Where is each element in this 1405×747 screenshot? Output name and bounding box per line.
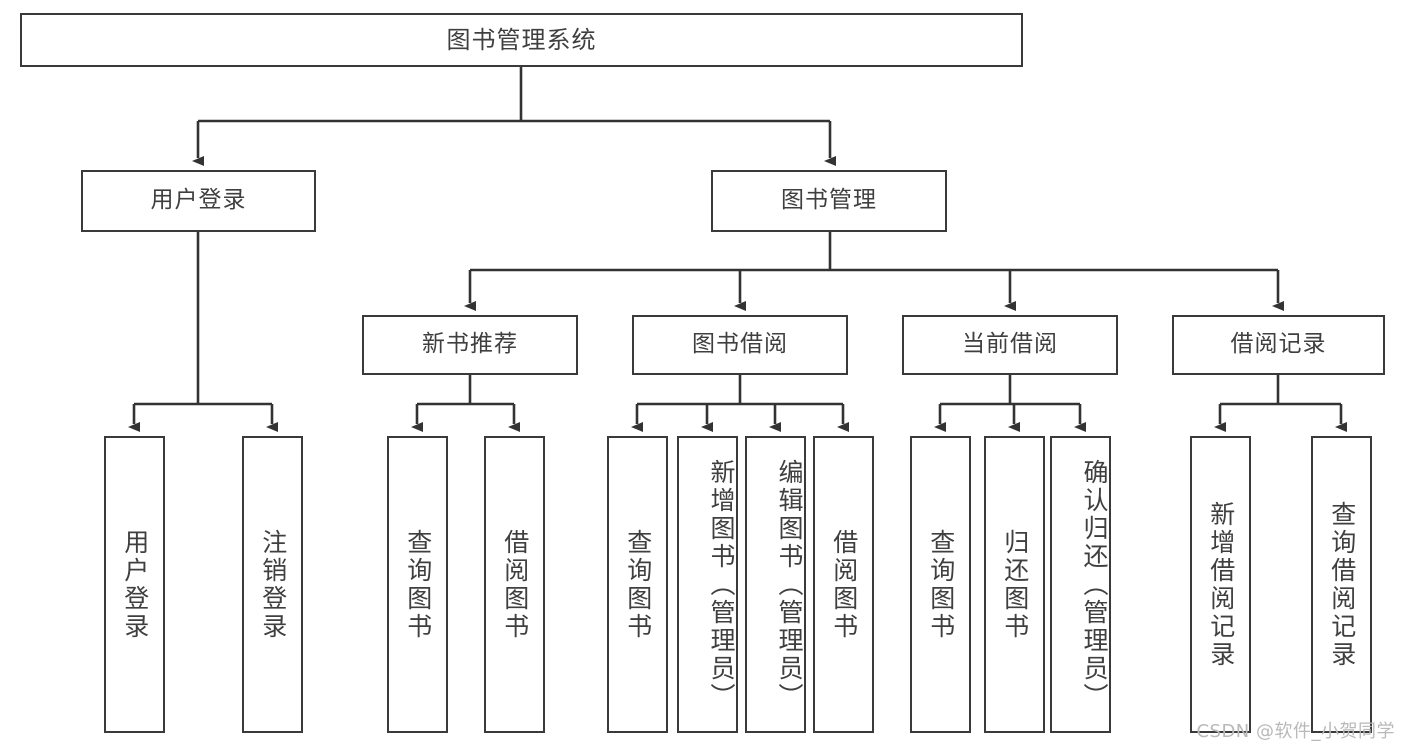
node-user-login-label: 用户登录 — [150, 187, 247, 214]
leaf-borrow-add-book-admin-label: 新增图书（管理员） — [707, 458, 736, 711]
node-current-borrow[interactable]: 当前借阅 — [902, 315, 1118, 375]
leaf-records-query-record[interactable]: 查询借阅记录 — [1311, 436, 1372, 733]
leaf-records-add-record[interactable]: 新增借阅记录 — [1190, 436, 1251, 733]
leaf-newbook-query-book[interactable]: 查询图书 — [387, 436, 448, 733]
leaf-records-add-record-label: 新增借阅记录 — [1206, 500, 1236, 669]
leaf-newbook-query-book-label: 查询图书 — [403, 528, 433, 641]
leaf-borrow-edit-book-admin-label: 编辑图书（管理员） — [775, 458, 804, 711]
leaf-newbook-borrow-book-label: 借阅图书 — [500, 528, 530, 641]
leaf-current-confirm-return-admin-label: 确认归还（管理员） — [1080, 458, 1109, 711]
node-book-management-label: 图书管理 — [781, 187, 877, 214]
leaf-current-query-book-label: 查询图书 — [926, 528, 956, 641]
node-borrow-records-label: 借阅记录 — [1230, 331, 1327, 358]
node-user-login[interactable]: 用户登录 — [81, 170, 316, 232]
leaf-current-confirm-return-admin[interactable]: 确认归还（管理员） — [1050, 436, 1111, 733]
leaf-borrow-lend-book-label: 借阅图书 — [829, 528, 859, 641]
node-new-book-recommend-label: 新书推荐 — [422, 331, 518, 358]
node-book-borrow-label: 图书借阅 — [692, 331, 788, 358]
node-new-book-recommend[interactable]: 新书推荐 — [362, 315, 578, 375]
node-root-label: 图书管理系统 — [446, 25, 597, 54]
watermark: CSDN @软件_小贺同学 — [1196, 721, 1395, 742]
node-borrow-records[interactable]: 借阅记录 — [1172, 315, 1385, 375]
leaf-borrow-edit-book-admin[interactable]: 编辑图书（管理员） — [745, 436, 806, 733]
leaf-user-logout-label: 注销登录 — [258, 528, 288, 641]
leaf-user-login-label: 用户登录 — [120, 528, 150, 641]
leaf-borrow-query-book-label: 查询图书 — [623, 528, 653, 641]
node-root[interactable]: 图书管理系统 — [20, 13, 1023, 67]
leaf-user-logout[interactable]: 注销登录 — [242, 436, 303, 733]
leaf-borrow-query-book[interactable]: 查询图书 — [607, 436, 668, 733]
leaf-borrow-add-book-admin[interactable]: 新增图书（管理员） — [677, 436, 738, 733]
leaf-user-login[interactable]: 用户登录 — [104, 436, 165, 733]
leaf-current-return-book[interactable]: 归还图书 — [984, 436, 1045, 733]
leaf-current-query-book[interactable]: 查询图书 — [910, 436, 971, 733]
leaf-records-query-record-label: 查询借阅记录 — [1327, 500, 1357, 669]
leaf-borrow-lend-book[interactable]: 借阅图书 — [813, 436, 874, 733]
leaf-newbook-borrow-book[interactable]: 借阅图书 — [484, 436, 545, 733]
node-book-borrow[interactable]: 图书借阅 — [632, 315, 848, 375]
node-book-management[interactable]: 图书管理 — [711, 170, 947, 232]
leaf-current-return-book-label: 归还图书 — [1000, 528, 1030, 641]
node-current-borrow-label: 当前借阅 — [962, 331, 1058, 358]
